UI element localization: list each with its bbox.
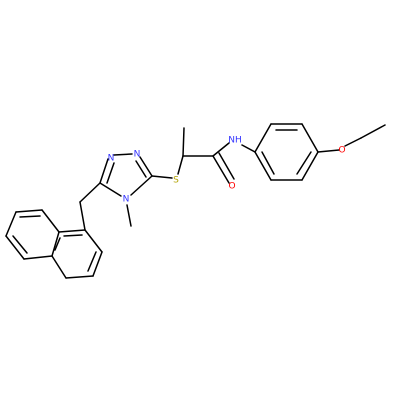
bond-n4-methyl bbox=[126, 204, 132, 227]
atom-label-o-carbonyl: O bbox=[228, 182, 235, 192]
bond-naph-l-inner-c bbox=[54, 237, 61, 251]
bond-naph-l3 bbox=[5, 211, 17, 237]
bond-o-phenyl bbox=[317, 149, 340, 153]
bond-naph-r2 bbox=[92, 251, 103, 277]
bond-naph-r-inner-a bbox=[87, 251, 97, 272]
bond-triazole-c3-n2 bbox=[139, 156, 153, 177]
bond-phenyl-3 bbox=[254, 123, 272, 153]
bond-carbonyl-o-a bbox=[212, 155, 230, 184]
bond-triazole-n1-c5-inner bbox=[106, 162, 115, 184]
bond-naph-l-inner-b bbox=[12, 235, 28, 254]
bond-naph-l2 bbox=[15, 209, 43, 213]
bond-naph-l-inner-a bbox=[19, 215, 41, 218]
atom-label-o-ether: O bbox=[338, 146, 345, 156]
bond-naph-l4 bbox=[5, 235, 25, 260]
bond-naph-r5 bbox=[51, 231, 60, 257]
bond-ch2-naphthyl bbox=[79, 201, 86, 231]
bond-ch-s bbox=[177, 155, 184, 175]
bond-c5-ch2 bbox=[79, 182, 101, 203]
bond-s-triazole bbox=[151, 175, 173, 179]
bond-nh-carbonyl bbox=[212, 142, 230, 157]
bond-triazole-n2-n1 bbox=[113, 153, 133, 156]
bond-naph-r4 bbox=[51, 255, 67, 279]
bond-triazole-c5-n4 bbox=[99, 182, 122, 197]
bond-ch-methyl bbox=[182, 127, 185, 157]
bond-phenyl-4 bbox=[254, 151, 272, 181]
bond-naph-l1 bbox=[41, 209, 60, 233]
bond-naph-r6 bbox=[58, 229, 86, 233]
bond-phenyl-6 bbox=[301, 151, 319, 181]
atom-label-n2: N bbox=[134, 150, 141, 160]
atom-label-sulfur: S bbox=[173, 176, 179, 186]
bond-triazole-n4-c3 bbox=[130, 175, 153, 196]
bond-phenyl-inner-c bbox=[296, 151, 312, 175]
bond-phenyl-inner-b bbox=[261, 151, 275, 175]
bond-naph-r3 bbox=[65, 275, 94, 279]
bond-ethyl-ch3-ch2 bbox=[360, 124, 386, 139]
atom-label-nh: NH bbox=[228, 136, 242, 146]
atom-label-n1: N bbox=[108, 154, 115, 164]
atom-label-layer: N N N S NH O O bbox=[108, 136, 346, 205]
bond-layer bbox=[5, 123, 386, 279]
bond-triazole-n1-c5 bbox=[99, 158, 109, 184]
bond-naph-r-inner-b bbox=[63, 234, 83, 237]
atom-label-n4: N bbox=[123, 195, 130, 205]
bond-naph-l5 bbox=[23, 255, 53, 260]
bond-triazole-c3-n2-inner bbox=[135, 160, 147, 178]
bond-carbonyl-o-b bbox=[218, 152, 235, 180]
bond-phenyl-nh bbox=[241, 144, 256, 153]
bond-phenyl-1 bbox=[301, 123, 319, 153]
bond-ethyl-ch2-o bbox=[344, 137, 362, 147]
bond-naph-r1 bbox=[84, 229, 103, 253]
